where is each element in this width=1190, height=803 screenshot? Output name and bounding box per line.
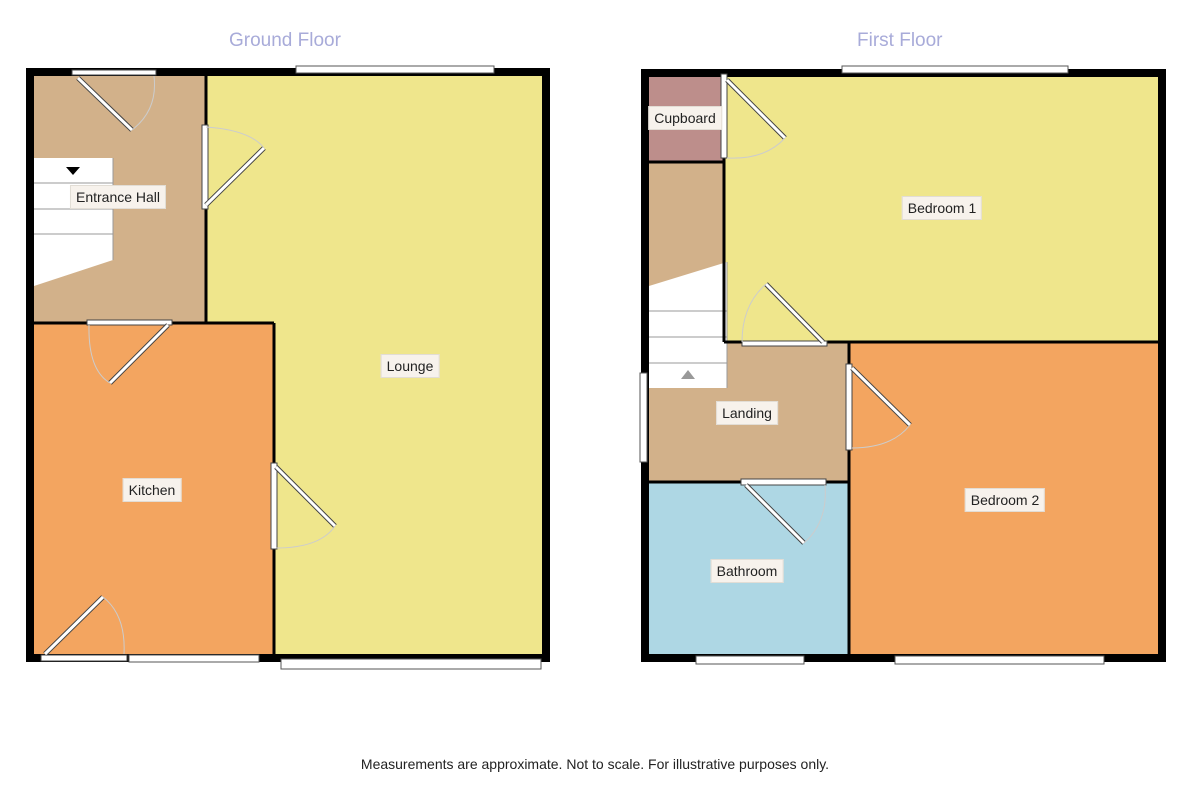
room-label-entrance-hall: Entrance Hall bbox=[69, 185, 167, 209]
first-floor-title: First Floor bbox=[857, 30, 943, 51]
disclaimer-text: Measurements are approximate. Not to sca… bbox=[360, 756, 830, 772]
room-label-kitchen: Kitchen bbox=[122, 478, 182, 502]
room-label-bedroom-1: Bedroom 1 bbox=[901, 196, 983, 220]
stairs-up-arrow-icon bbox=[681, 370, 695, 379]
first-windows bbox=[639, 65, 1105, 665]
room-label-cupboard: Cupboard bbox=[648, 106, 722, 130]
stairs-down-arrow-icon bbox=[66, 167, 80, 175]
room-label-bedroom-2: Bedroom 2 bbox=[964, 488, 1046, 512]
ground-windows bbox=[128, 65, 542, 670]
room-label-bathroom: Bathroom bbox=[710, 559, 784, 583]
room-label-landing: Landing bbox=[716, 401, 778, 425]
first-stairs bbox=[649, 262, 728, 388]
first-doors bbox=[720, 73, 912, 545]
ground-doors bbox=[40, 69, 337, 662]
room-label-lounge: Lounge bbox=[380, 354, 440, 378]
ground-floor-title: Ground Floor bbox=[229, 30, 341, 51]
ground-floor-plan bbox=[26, 65, 550, 670]
